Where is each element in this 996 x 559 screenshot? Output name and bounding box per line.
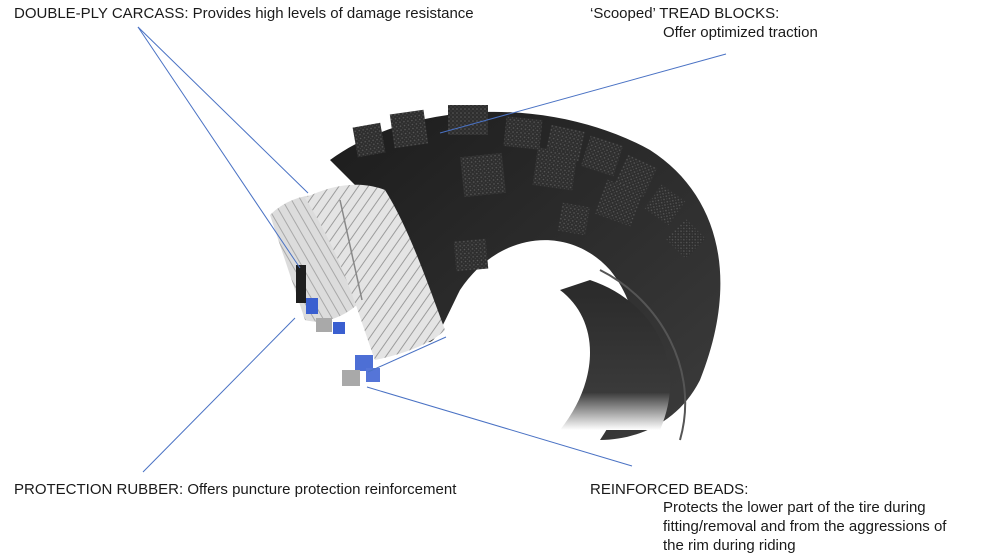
tread-title: ‘Scooped’ TREAD BLOCKS: <box>590 5 780 22</box>
carcass-leader-line-1 <box>137 26 309 194</box>
beads-description-line-1: Protects the lower part of the tire duri… <box>663 499 926 516</box>
carcass-cutaway <box>270 184 445 386</box>
protection-leader-line <box>142 317 296 473</box>
beads-description-line-2: fitting/removal and from the aggressions… <box>663 518 947 535</box>
carcass-leader-line-2 <box>137 26 301 269</box>
tread-leader-line <box>439 53 727 134</box>
protection-label: PROTECTION RUBBER: Offers puncture prote… <box>14 481 457 498</box>
beads-leader-line-1 <box>366 386 633 467</box>
beads-title: REINFORCED BEADS: <box>590 481 749 498</box>
tread-blocks <box>352 105 706 272</box>
tread-description: Offer optimized traction <box>663 24 818 41</box>
beads-description-line-3: the rim during riding <box>663 537 796 554</box>
leader-lines <box>137 26 727 473</box>
carcass-label: DOUBLE-PLY CARCASS: Provides high levels… <box>14 5 474 22</box>
beads-leader-line-2 <box>367 336 447 373</box>
